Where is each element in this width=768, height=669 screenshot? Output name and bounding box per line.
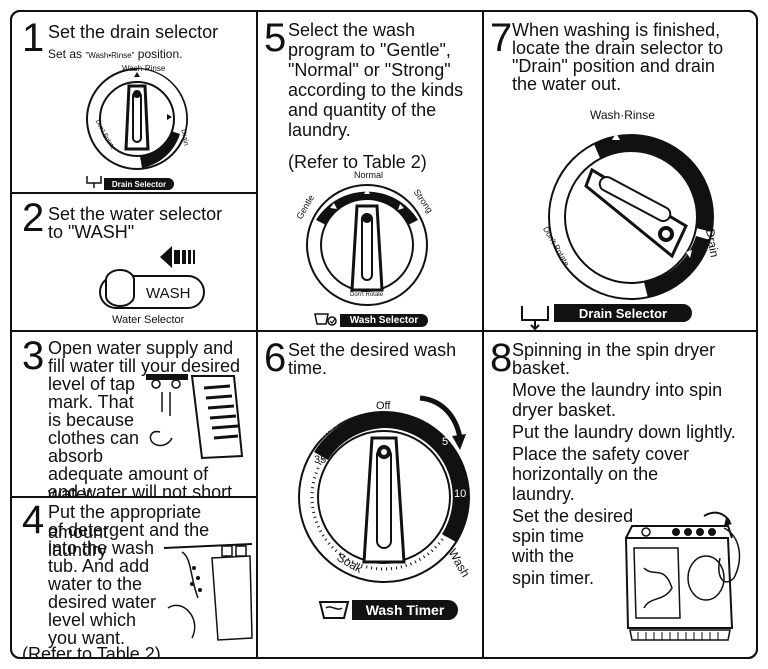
step-5-line-2: "Normal" or "Strong": [288, 60, 451, 80]
step-6-dial-5-label: 5: [442, 436, 449, 448]
drain-icon: [86, 176, 102, 188]
step-3-line-3: mark. That: [48, 392, 134, 412]
step-2-number: 2: [22, 196, 45, 240]
step-3-number: 3: [22, 334, 45, 378]
water-selector-button-shape: [99, 269, 205, 309]
step-7-line-3: the water out.: [512, 74, 622, 94]
step-6-dial-10-label: 10: [454, 488, 467, 500]
step-1-number: 1: [22, 16, 45, 60]
step-5-dial-bottom-label: Don't Rotate: [350, 292, 384, 298]
step-1-panel: 1 Set the drain selector Set as "Wash•Ri…: [10, 10, 258, 194]
drain-selector-dial-large: [548, 133, 714, 300]
step-3-line-0: Open water supply and: [48, 338, 234, 358]
step-4-line-1: of detergent and the laundry: [48, 520, 210, 560]
step-4-line-2: into the wash: [48, 538, 155, 558]
step-8-line-1: basket.: [512, 358, 571, 378]
wash-timer-icon: [318, 601, 350, 619]
step-5-line-4: and quantity of the: [288, 100, 437, 120]
step-1-subtitle-value: "Wash•Rinse": [85, 51, 135, 60]
drain-selector-label: Drain Selector: [104, 178, 174, 190]
step-2-panel: 2 Set the water selector to "WASH" WASH …: [10, 192, 258, 332]
water-selector-label: Water Selector: [112, 314, 185, 326]
wash-selector-dial: [306, 184, 428, 306]
step-8-number: 8: [490, 336, 513, 380]
step-8-line-5: Place the safety cover: [512, 444, 690, 464]
step-3-panel: 3 Open water supply and fill water till …: [10, 330, 258, 498]
step-5-panel: 5 Select the wash program to "Gentle", "…: [256, 10, 484, 332]
step-8-line-3: dryer basket.: [512, 400, 617, 420]
step-6-line-1: time.: [288, 358, 328, 378]
step-4-line-7: you want.: [48, 628, 126, 648]
step-8-line-10: with the: [512, 546, 575, 566]
step-5-line-5: laundry.: [288, 120, 351, 140]
step-7-panel: 7 When washing is finished, locate the d…: [482, 10, 758, 332]
step-4-line-5: desired water: [48, 592, 157, 612]
step-4-number: 4: [22, 498, 45, 542]
step-4-line-3: tub. And add: [48, 556, 150, 576]
step-1-subtitle-prefix: Set as: [48, 47, 86, 61]
step-1-dial-top-label: Wash·Rinse: [122, 64, 166, 73]
step-6-dial-off-label: Off: [376, 400, 391, 412]
step-2-title-line2: to "WASH": [48, 222, 135, 242]
step-1-title: Set the drain selector: [48, 22, 219, 42]
step-8-line-2: Move the laundry into spin: [512, 380, 723, 400]
water-selector-wash-button[interactable]: WASH: [146, 285, 191, 302]
step-7-number: 7: [490, 16, 513, 60]
step-8-line-7: laundry.: [512, 484, 575, 504]
detergent-illustration: [163, 543, 253, 641]
step-3-line-4: is because: [48, 410, 135, 430]
step-2-title-line1: Set the water selector: [48, 204, 223, 224]
step-5-number: 5: [264, 16, 287, 60]
step-4-line-4: water to the: [48, 574, 143, 594]
wash-selector-label: Wash Selector: [340, 314, 428, 327]
wash-selector-icon: [314, 313, 337, 326]
step-8-panel: 8 Spinning in the spin dryer basket. Mov…: [482, 330, 758, 659]
step-7-line-0: When washing is finished,: [512, 20, 721, 40]
step-3-line-8: and water will not short.: [48, 482, 238, 498]
step-8-line-4: Put the laundry down lightly.: [512, 422, 736, 442]
rotation-arrow-icon: [419, 395, 466, 450]
step-6-panel: 6 Set the desired wash time. Off Don't R…: [256, 330, 484, 659]
step-3-line-7: adequate amount of water: [48, 464, 209, 498]
step-1-subtitle-suffix: position.: [134, 47, 183, 61]
step-3-line-5: clothes can: [48, 428, 140, 448]
step-7-line-2: "Drain" position and drain: [512, 56, 715, 76]
step-5-line-0: Select the wash: [288, 20, 416, 40]
step-8-line-9: spin time: [512, 526, 585, 546]
step-6-dial-35-label: 35: [314, 454, 327, 466]
step-5-line-1: program to "Gentle",: [288, 40, 451, 60]
water-tap-illustration: [146, 374, 244, 460]
left-arrow-icon: [160, 246, 195, 268]
step-5-refer: (Refer to Table 2): [288, 152, 427, 172]
step-4-line-0: Put the appropriate amount: [48, 502, 202, 542]
drain-icon-large: [521, 306, 549, 330]
wash-timer-label: Wash Timer: [352, 600, 458, 620]
step-8-line-11: spin timer.: [512, 568, 595, 588]
step-8-line-6: horizontally on the: [512, 464, 659, 484]
step-6-number: 6: [264, 336, 287, 380]
drain-selector-dial-small: [86, 68, 188, 170]
spin-dryer-illustration: [624, 511, 741, 641]
step-1-subtitle: Set as "Wash•Rinse" position.: [48, 44, 182, 66]
step-5-line-3: according to the kinds: [288, 80, 464, 100]
step-4-line-6: level which: [48, 610, 137, 630]
step-8-line-8: Set the desired: [512, 506, 634, 526]
step-4-panel: 4 Put the appropriate amount of detergen…: [10, 496, 258, 659]
step-3-line-1: fill water till your desired: [48, 356, 241, 376]
step-3-line-6: absorb: [48, 446, 104, 466]
step-6-line-0: Set the desired wash: [288, 340, 457, 360]
step-5-dial-top-label: Normal: [354, 170, 384, 180]
step-7-dial-top-label: Wash·Rinse: [590, 108, 655, 122]
drain-selector-label-large: Drain Selector: [554, 304, 692, 322]
step-4-refer: (Refer to Table 2): [22, 644, 161, 659]
step-6-dial-15-label: 15: [438, 538, 451, 550]
wash-timer-dial: [298, 411, 470, 583]
step-7-line-1: locate the drain selector to: [512, 38, 724, 58]
step-3-line-2: level of tap: [48, 374, 136, 394]
step-8-line-0: Spinning in the spin dryer: [512, 340, 716, 360]
